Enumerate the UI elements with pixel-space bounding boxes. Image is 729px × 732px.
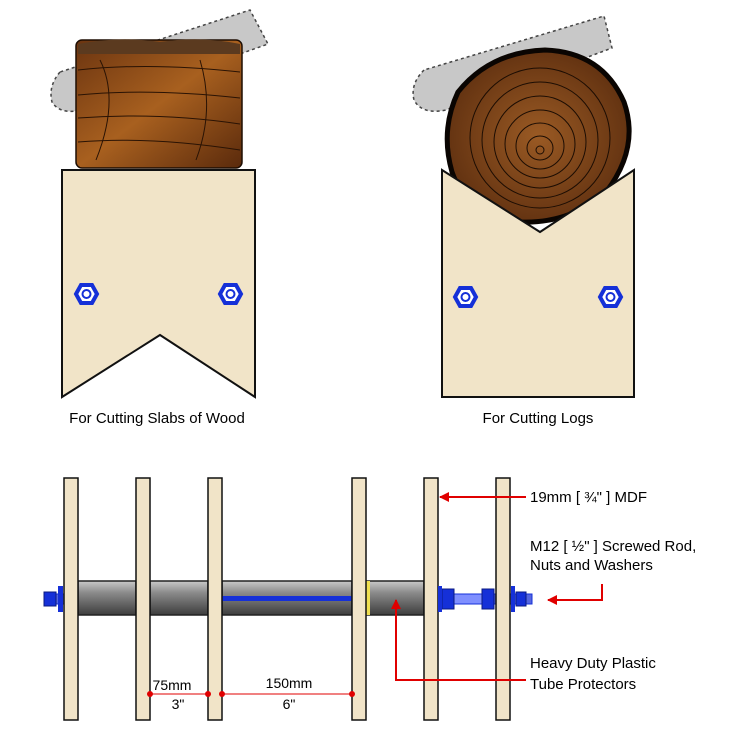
log-jig [412,15,635,398]
rod-inside-tube [222,596,352,601]
label-tube-line1: Heavy Duty Plastic [530,655,656,672]
label-rod-line1: M12 [ ½" ] Screwed Rod, [530,538,696,555]
assembly-side-view [43,477,603,721]
mdf-board-edge [63,477,79,721]
washer-icon [511,586,515,612]
caption-slabs: For Cutting Slabs of Wood [69,410,245,427]
tube-protector [149,580,209,616]
mdf-board-edge [423,477,439,721]
mdf-board-edge [351,477,367,721]
label-tube-line2: Tube Protectors [530,676,636,693]
slab-grain [77,59,241,161]
hex-nut-icon [73,283,100,305]
rod-thread [453,593,485,605]
mdf-board-edge [207,477,223,721]
log-growth-rings [469,67,611,209]
mdf-board-slab [61,169,256,399]
label-mdf: 19mm [ ¾" ] MDF [530,489,647,506]
nut-icon [441,588,455,610]
arrow-tube [391,599,526,681]
hex-nut-icon [597,286,624,308]
mdf-board-edge [135,477,151,721]
washer-icon [438,586,442,612]
slab-jig [50,9,270,399]
hex-nut-icon [217,283,244,305]
dimension-150mm: 150mm [266,675,313,691]
dimension-6in: 6" [283,696,296,712]
nut-icon [43,591,57,607]
caption-logs: For Cutting Logs [483,410,594,427]
label-rod-line2: Nuts and Washers [530,557,653,574]
nut-icon [515,591,527,607]
hex-nut-icon [452,286,479,308]
wood-slab [75,39,243,169]
slab-bark [78,39,240,54]
dimension-75mm: 75mm [153,677,192,693]
arrow-rod [547,584,603,605]
mdf-board-edge [495,477,511,721]
washer-icon [58,586,63,612]
mdf-board-log [441,168,635,398]
nut-icon [481,588,495,610]
dimension-3in: 3" [172,696,185,712]
tube-protector [77,580,137,616]
